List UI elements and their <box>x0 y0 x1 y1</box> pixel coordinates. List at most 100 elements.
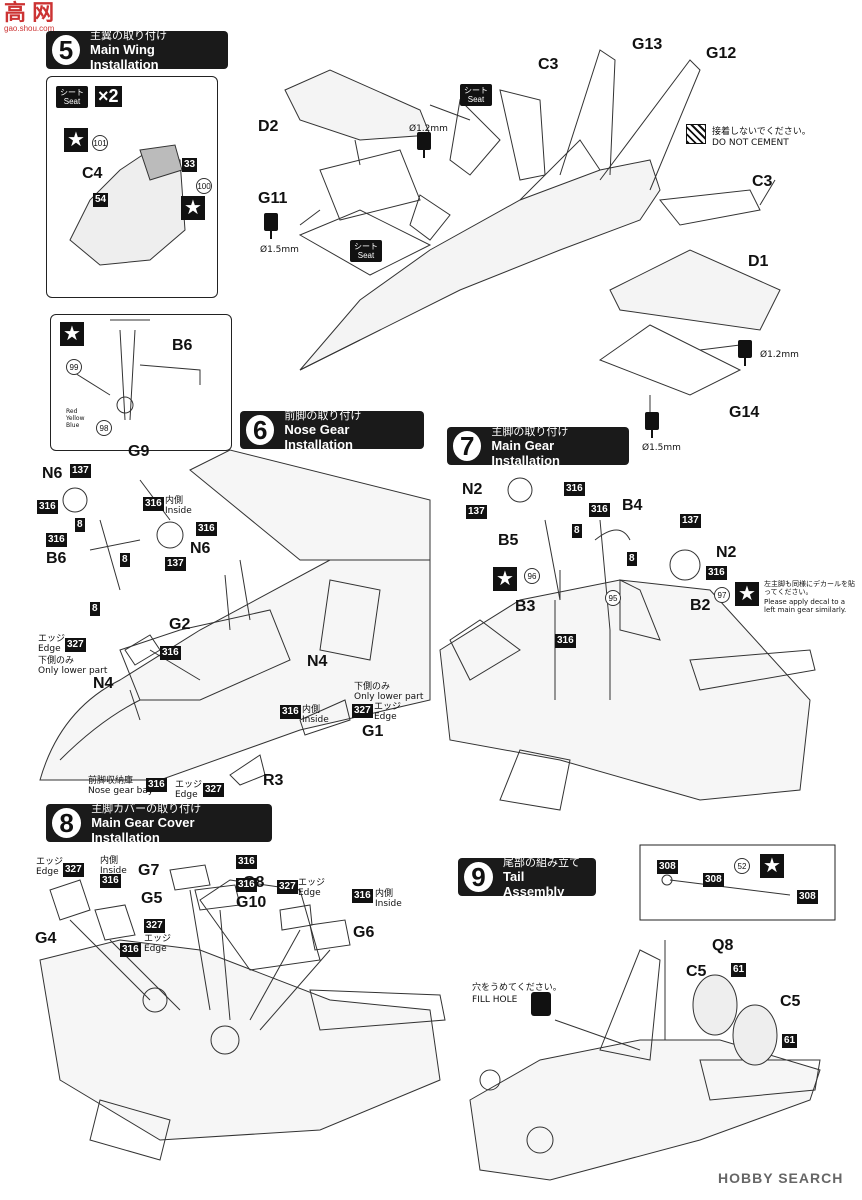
inside-en: Inside <box>375 899 402 909</box>
color-yellow: Yellow <box>66 415 85 422</box>
seat-label-jp: シート <box>60 88 84 97</box>
bay-en: Nose gear bay <box>88 786 154 796</box>
paint-316: 316 <box>236 878 257 892</box>
part-n6: N6 <box>42 465 63 482</box>
step-number: 7 <box>451 429 484 463</box>
step-number: 8 <box>50 806 84 840</box>
inside-jp: 内側 <box>375 889 394 899</box>
paint-327: 327 <box>203 783 224 797</box>
part-d1: D1 <box>748 253 769 270</box>
bay-jp: 前脚収納庫 <box>88 776 134 786</box>
step-title-jp: 主脚カバーの取り付け <box>91 801 202 815</box>
star-icon: ★ <box>760 854 784 878</box>
lower-jp: 下側のみ <box>38 656 75 666</box>
seat-tag-en: Seat <box>357 251 375 260</box>
paint-316: 316 <box>46 533 67 547</box>
paint-137: 137 <box>165 557 186 571</box>
step-title-en: Main Gear Cover Installation <box>91 814 195 845</box>
no-cement-jp: 接着しないでください。 <box>712 127 811 137</box>
part-g12: G12 <box>706 45 737 62</box>
step-title-jp: 主翼の取り付け <box>90 28 167 42</box>
step-title-en: Main Wing Installation <box>90 41 159 72</box>
seat-multiplier: ×2 <box>95 86 122 107</box>
part-b3: B3 <box>515 598 536 615</box>
drill-icon <box>264 213 278 239</box>
edge-en: Edge <box>374 712 397 722</box>
edge-en: Edge <box>144 944 167 954</box>
paint-137: 137 <box>70 464 91 478</box>
inside-jp: 内側 <box>302 705 321 715</box>
logo-text: 高 网 <box>4 0 55 25</box>
site-logo: 高 网 gao.shou.com <box>4 0 55 34</box>
edge-jp: エッジ <box>298 878 326 888</box>
inside-en: Inside <box>100 866 127 876</box>
paint-316: 316 <box>196 522 217 536</box>
gear-detail-box <box>50 314 232 451</box>
paint-308: 308 <box>797 890 818 904</box>
part-b5: B5 <box>498 532 519 549</box>
paint-327: 327 <box>144 919 165 933</box>
paint-137: 137 <box>466 505 487 519</box>
hole-size-12: Ø1.2mm <box>409 124 448 134</box>
paint-316: 316 <box>706 566 727 580</box>
paint-316: 316 <box>564 482 585 496</box>
part-c5-right: C5 <box>780 993 801 1010</box>
part-b6-detail: B6 <box>172 337 193 354</box>
edge-jp: エッジ <box>374 702 402 712</box>
step-title-jp: 前脚の取り付け <box>284 408 362 422</box>
step-title-en: Main Gear Installation <box>491 437 560 468</box>
drill-icon <box>417 132 431 158</box>
fill-hole-icon <box>531 992 551 1016</box>
edge-en: Edge <box>38 644 61 654</box>
part-c5: C5 <box>686 963 707 980</box>
part-n2-right: N2 <box>716 544 737 561</box>
decal-96: 96 <box>524 568 540 584</box>
paint-316: 316 <box>352 889 373 903</box>
inside-en: Inside <box>165 506 192 516</box>
hole-size-15-right: Ø1.5mm <box>642 443 681 453</box>
decal-note-en: Please apply decal to a left main gear s… <box>764 598 847 614</box>
paint-316: 316 <box>120 943 141 957</box>
part-n4-left: N4 <box>93 675 114 692</box>
edge-jp: エッジ <box>36 857 64 867</box>
part-g11: G11 <box>258 190 288 207</box>
paint-327: 327 <box>65 638 86 652</box>
star-icon: ★ <box>493 567 517 591</box>
part-g6: G6 <box>353 924 375 941</box>
star-icon: ★ <box>735 582 759 606</box>
paint-316: 316 <box>100 874 121 888</box>
part-g7: G7 <box>138 862 160 879</box>
step-number: 6 <box>244 413 277 447</box>
part-b4: B4 <box>622 497 643 514</box>
paint-308: 308 <box>703 873 724 887</box>
part-b2: B2 <box>690 597 711 614</box>
part-g2: G2 <box>169 616 191 633</box>
step-title-jp: 主脚の取り付け <box>491 424 569 438</box>
part-g1: G1 <box>362 723 384 740</box>
edge-en: Edge <box>36 867 59 877</box>
logo-sub: gao.shou.com <box>4 24 55 33</box>
edge-en: Edge <box>298 888 321 898</box>
paint-61: 61 <box>731 963 747 977</box>
part-c3: C3 <box>538 56 559 73</box>
step-title-en: Tail Assembly <box>502 868 565 899</box>
paint-327: 327 <box>277 880 298 894</box>
decal-95: 95 <box>605 590 621 606</box>
part-n2: N2 <box>462 481 483 498</box>
paint-316: 316 <box>280 705 301 719</box>
